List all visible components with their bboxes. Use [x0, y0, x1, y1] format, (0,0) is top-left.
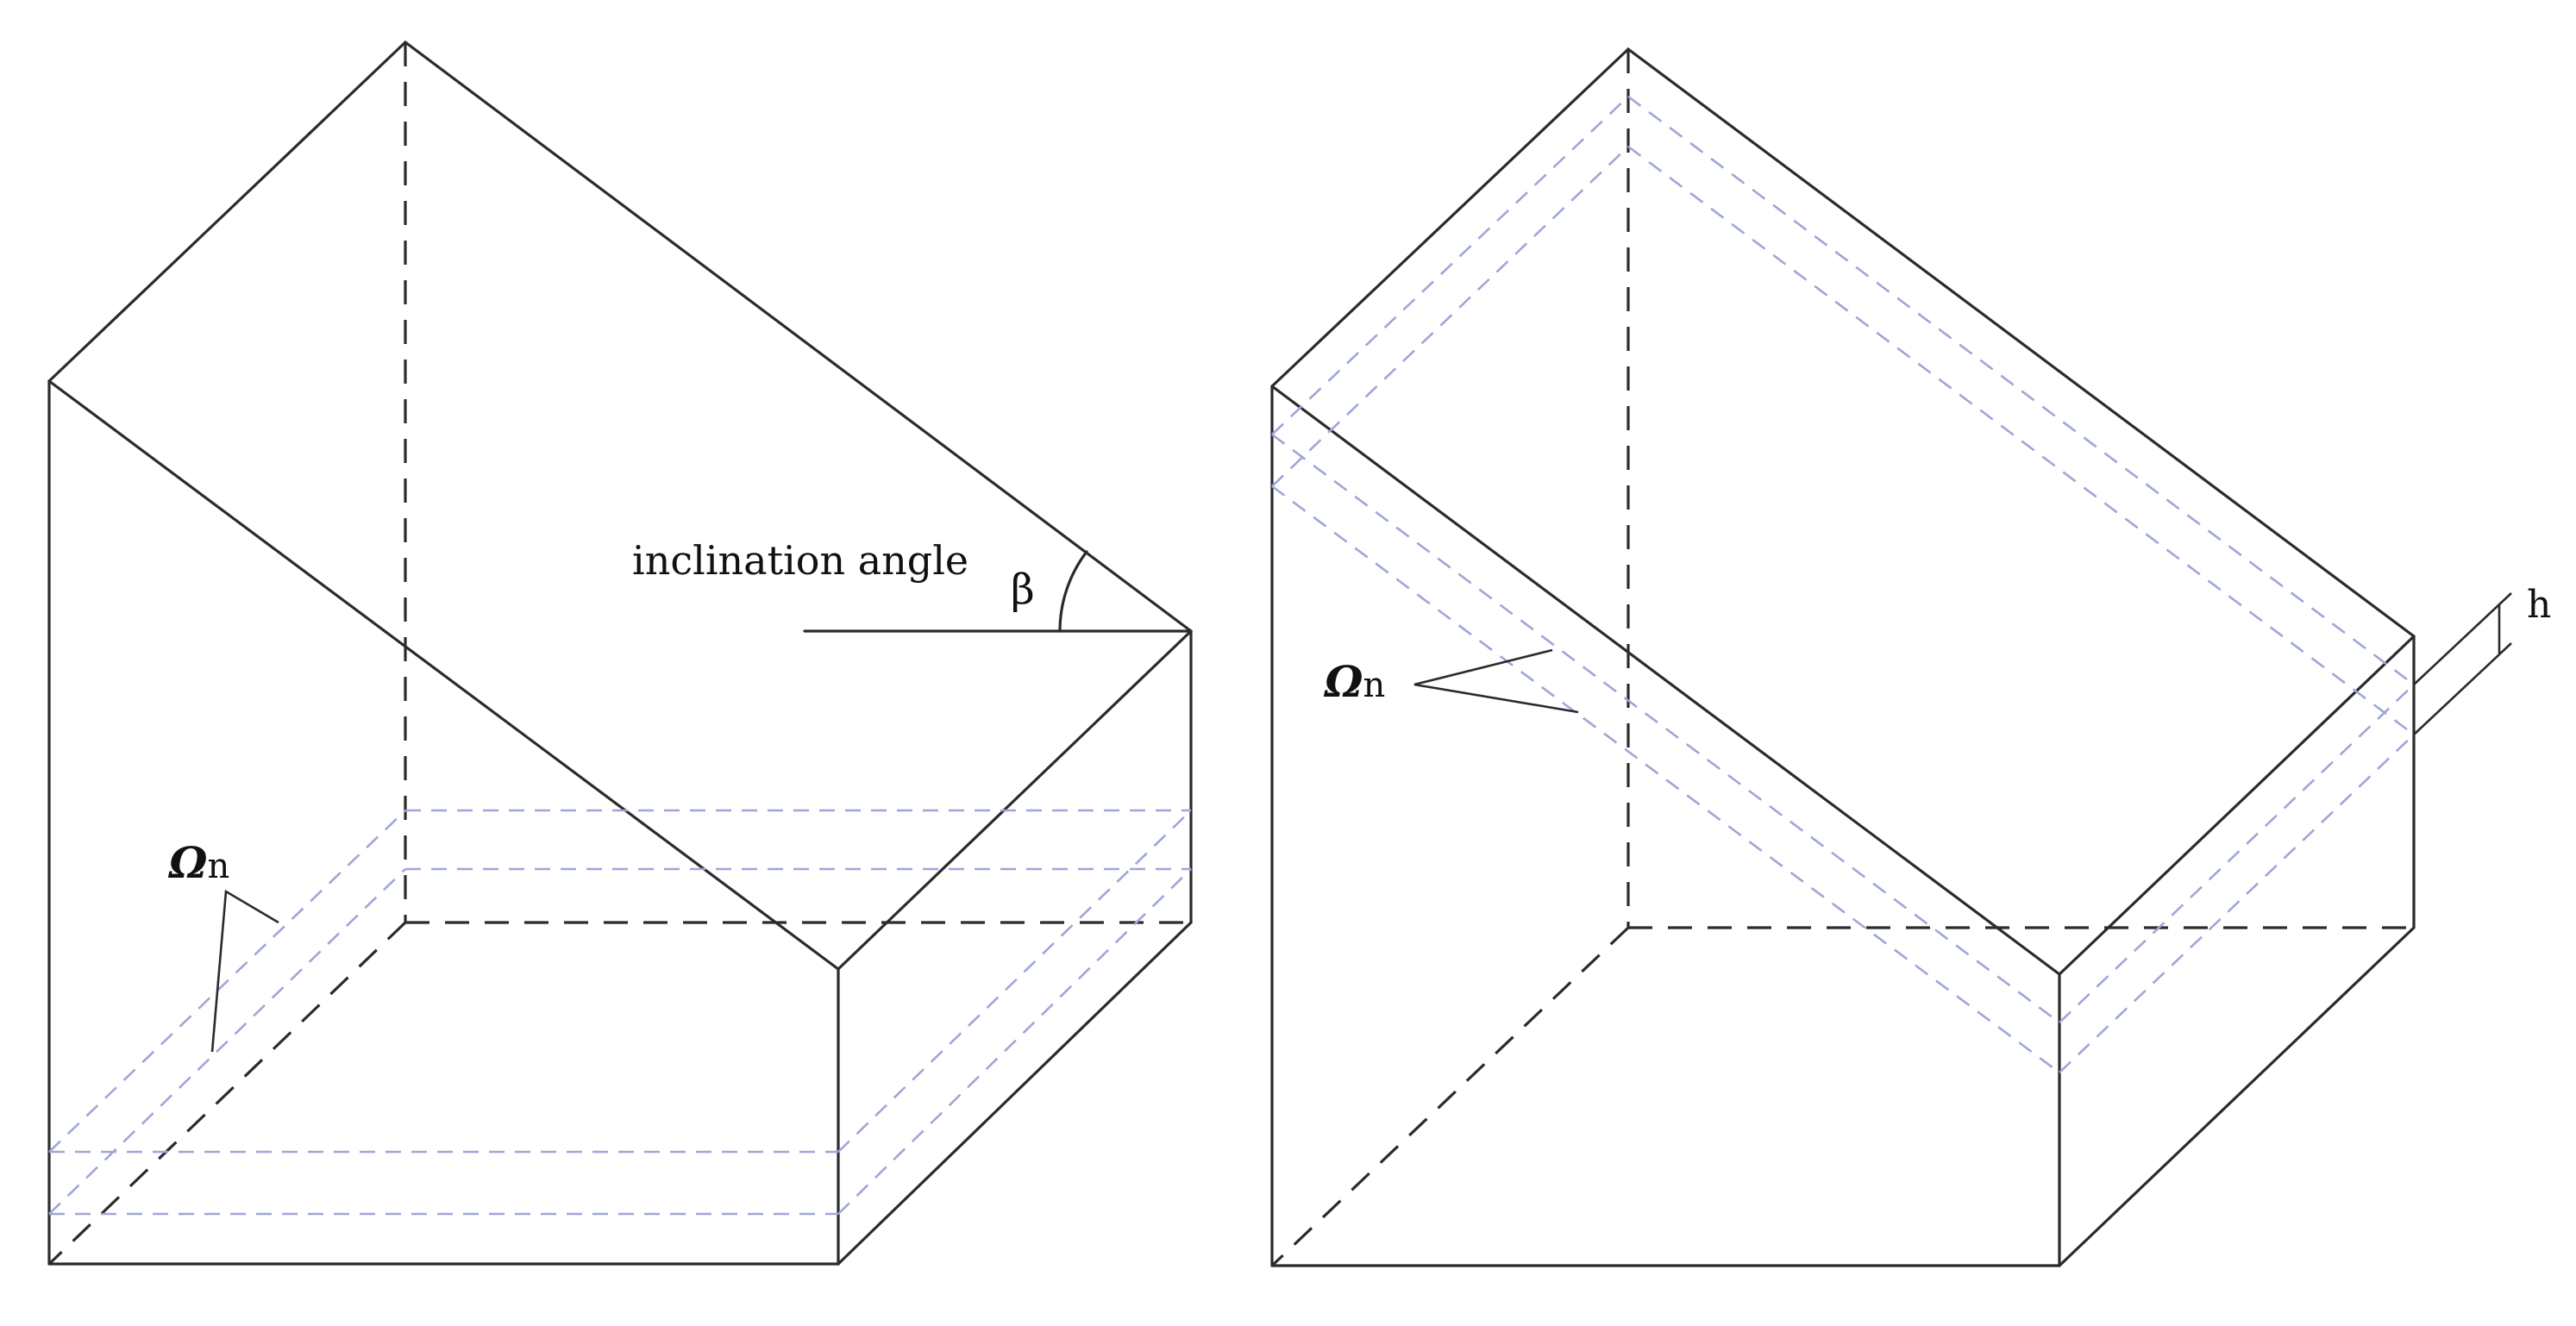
right-omega-label: Ωn — [1323, 656, 1385, 707]
left-layer-line — [48, 868, 406, 1215]
right-layer-line — [1271, 433, 2060, 1024]
inclination-angle-label: inclination angle — [632, 537, 968, 584]
right-layer-line — [1627, 95, 2415, 686]
left-layer-line — [48, 810, 406, 1153]
right-layer-line — [1271, 96, 1629, 435]
right-layer-line — [1271, 146, 1629, 487]
right-omega-symbol: Ω — [1323, 656, 1363, 707]
thickness-h-label: h — [2527, 583, 2551, 627]
left-layer-line — [837, 868, 1192, 1215]
beta-symbol: β — [1011, 566, 1035, 614]
left-box-edge — [404, 41, 1193, 633]
right-omega-leader — [1413, 648, 1579, 714]
left-omega-subscript: n — [208, 847, 230, 886]
left-box-edge — [47, 379, 840, 971]
thickness-extension-line — [2413, 642, 2512, 735]
right-layer-line — [2059, 684, 2415, 1023]
right-layer-line — [2059, 734, 2415, 1073]
right-box-edge — [1270, 385, 2061, 976]
right-box-edge — [1626, 47, 2416, 638]
left-layer-line — [837, 810, 1192, 1153]
right-layer-line — [1271, 485, 2060, 1074]
left-omega-label: Ωn — [167, 837, 229, 888]
left-box-edge — [837, 629, 1193, 971]
right-hidden-edge — [1270, 926, 1630, 1267]
right-box-edge — [2058, 635, 2416, 976]
right-omega-subscript: n — [1363, 666, 1386, 705]
right-inclined-box: Ωn h — [1270, 47, 2551, 1267]
left-box-edge — [47, 41, 407, 383]
right-box-edge — [1270, 47, 1630, 388]
left-omega-leader — [210, 889, 279, 1053]
left-omega-symbol: Ω — [167, 837, 208, 888]
right-layer-line — [1627, 145, 2415, 736]
left-box-edge — [837, 921, 1193, 1266]
left-inclined-box: inclination angle β Ωn — [47, 41, 1193, 1266]
left-hidden-edge — [47, 921, 407, 1266]
inclination-angle-arc — [1058, 550, 1088, 633]
thickness-extension-line — [2413, 592, 2512, 685]
right-box-edge — [2058, 926, 2416, 1267]
